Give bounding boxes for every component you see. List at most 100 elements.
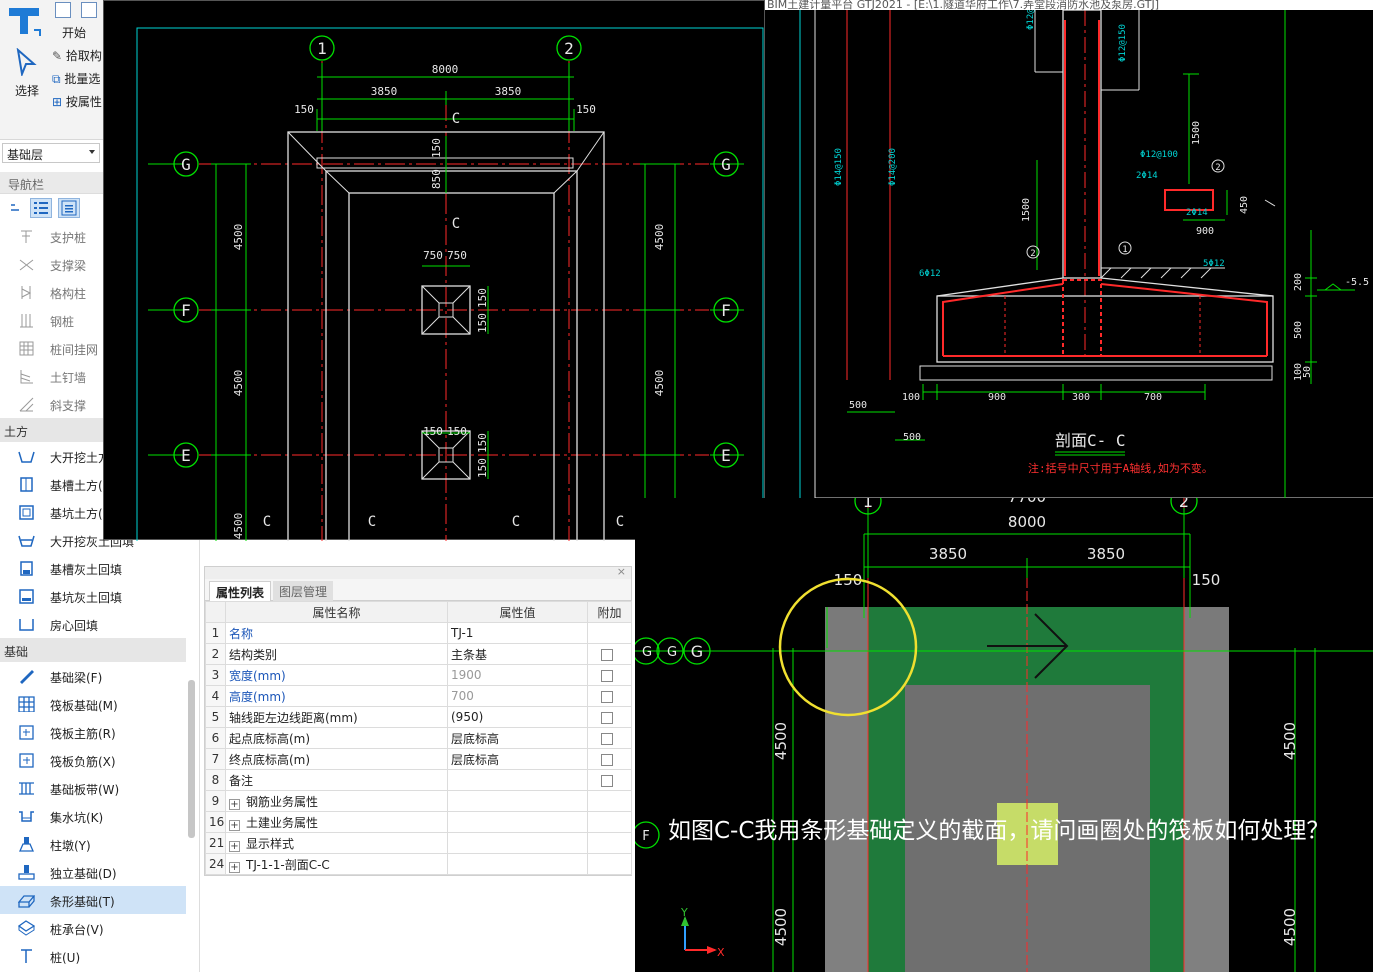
section-title: 剖面C- C: [1055, 431, 1126, 450]
nav-item-diagonal-brace[interactable]: 斜支撑: [0, 390, 186, 418]
nav-item-trench-earth[interactable]: 基槽土方(: [0, 470, 186, 498]
tab-start[interactable]: 开始: [62, 26, 87, 40]
dim-label: 200: [1293, 273, 1304, 291]
tab-layer-manager[interactable]: 图层管理: [273, 581, 334, 601]
nav-item-soil-nail-wall[interactable]: 土钉墙: [0, 362, 186, 390]
tab-property-list[interactable]: 属性列表: [209, 581, 272, 601]
pit-icon: [19, 505, 34, 520]
expand-icon[interactable]: +: [229, 819, 240, 831]
pile-icon: [21, 230, 32, 243]
nav-item-foundation-beam[interactable]: 基础梁(F): [0, 662, 186, 690]
expand-icon[interactable]: +: [229, 798, 240, 810]
raft-icon: [18, 696, 35, 712]
extra-checkbox[interactable]: [601, 711, 613, 724]
nav-item-lattice-column[interactable]: 格构柱: [0, 278, 186, 306]
svg-text:Y: Y: [680, 906, 688, 919]
nav-item-raft-neg-rebar[interactable]: 筏板负筋(X): [0, 746, 186, 774]
dim-label: 500: [903, 432, 921, 443]
dim-label: 150: [476, 458, 489, 478]
strip-foundation-icon: [18, 895, 35, 908]
batch-select-button[interactable]: ⧉ 批量选: [52, 70, 100, 87]
nav-item-pile-cap[interactable]: 桩承台(V): [0, 914, 186, 942]
nav-item-pile[interactable]: 桩(U): [0, 942, 186, 970]
nav-item-support-pile[interactable]: 支护桩: [0, 222, 186, 250]
axis-label: E: [181, 446, 191, 465]
pick-component-button[interactable]: ✎ 拾取构: [52, 47, 102, 64]
nav-item-raft-foundation[interactable]: 筏板基础(M): [0, 690, 186, 718]
rebar-label: 6Φ12: [919, 269, 941, 279]
pier-icon: [19, 837, 34, 852]
nav-item-pile-net[interactable]: 桩间挂网: [0, 334, 186, 362]
new-file-icon[interactable]: [81, 2, 97, 18]
dim-label: 4500: [653, 224, 666, 251]
nav-item-foundation-strip[interactable]: 基础板带(W): [0, 774, 186, 802]
extra-checkbox[interactable]: [601, 732, 613, 745]
nav-item-trench-backfill[interactable]: 基槽灰土回填: [0, 554, 186, 582]
question-text: 如图C-C我用条形基础定义的截面，请问画圈处的筏板如何处理？: [668, 818, 1330, 844]
batch-icon: ⧉: [52, 72, 61, 86]
axis-label: 1: [863, 498, 873, 511]
nav-item-raft-main-rebar[interactable]: 筏板主筋(R): [0, 718, 186, 746]
select-by-attr-button[interactable]: ⊞ 按属性: [52, 93, 102, 110]
raft-main-rebar-icon: [19, 725, 34, 740]
list-view-icon[interactable]: [30, 198, 52, 218]
extra-checkbox[interactable]: [601, 690, 613, 703]
table-row[interactable]: 16+土建业务属性: [205, 811, 632, 833]
nav-item-steel-pile[interactable]: 钢桩: [0, 306, 186, 334]
detail-view-icon[interactable]: [58, 198, 80, 218]
nav-item-isolated-footing[interactable]: 独立基础(D): [0, 858, 186, 886]
floor-select[interactable]: 基础层: [2, 143, 100, 163]
trench-backfill-icon: [20, 561, 33, 576]
dim-label: 150: [430, 138, 443, 158]
pick-icon: ✎: [52, 49, 63, 63]
model-view[interactable]: 1 2 G G G F 7700 8000 3850 3850 150 150 …: [635, 498, 1373, 972]
axis-label: 2: [1179, 498, 1189, 511]
nav-item-strip-foundation[interactable]: 条形基础(T): [0, 886, 186, 914]
dim-label: 8000: [432, 63, 459, 76]
expand-icon[interactable]: +: [229, 840, 240, 852]
axis-label: E: [721, 446, 731, 465]
excavation-icon: [18, 451, 35, 463]
nav-item-pit-earth[interactable]: 基坑土方(: [0, 498, 186, 526]
save-icon[interactable]: [55, 2, 71, 18]
dim-label: 1500: [1191, 121, 1202, 145]
extra-checkbox[interactable]: [601, 774, 613, 787]
cut-label: C: [368, 514, 376, 530]
extra-checkbox[interactable]: [601, 669, 613, 682]
navigator-scrollbar[interactable]: [188, 680, 195, 838]
col-header-name: 属性名称: [225, 601, 448, 623]
collapse-icon[interactable]: [6, 198, 28, 218]
nav-item-sump[interactable]: 集水坑(K): [0, 802, 186, 830]
nav-item-open-excavation[interactable]: 大开挖土方: [0, 442, 186, 470]
extra-checkbox[interactable]: [601, 753, 613, 766]
rebar-label: 5Φ12: [1203, 259, 1225, 269]
dim-label: 3850: [371, 85, 398, 98]
select-button[interactable]: 选择: [15, 84, 40, 98]
nav-item-pit-backfill[interactable]: 基坑灰土回填: [0, 582, 186, 610]
extra-checkbox[interactable]: [601, 648, 613, 661]
table-row[interactable]: 9+钢筋业务属性: [205, 790, 632, 812]
nav-item-support-beam[interactable]: 支撑梁: [0, 250, 186, 278]
cut-label: C: [263, 514, 271, 530]
separator: [204, 540, 635, 566]
close-icon[interactable]: ×: [616, 565, 626, 578]
dim-label: 4500: [1281, 908, 1299, 946]
expand-icon[interactable]: +: [229, 861, 240, 873]
table-row[interactable]: 21+显示样式: [205, 832, 632, 854]
nav-item-room-backfill[interactable]: 房心回填: [0, 610, 186, 638]
dim-label: 4500: [653, 370, 666, 397]
nav-group-foundation[interactable]: 基础: [0, 638, 186, 662]
table-row[interactable]: 24+TJ-1-1-剖面C-C: [205, 853, 632, 875]
axis-label: G: [691, 642, 703, 661]
cut-label: C: [452, 111, 460, 127]
nav-item-column-pier[interactable]: 柱墩(Y): [0, 830, 186, 858]
